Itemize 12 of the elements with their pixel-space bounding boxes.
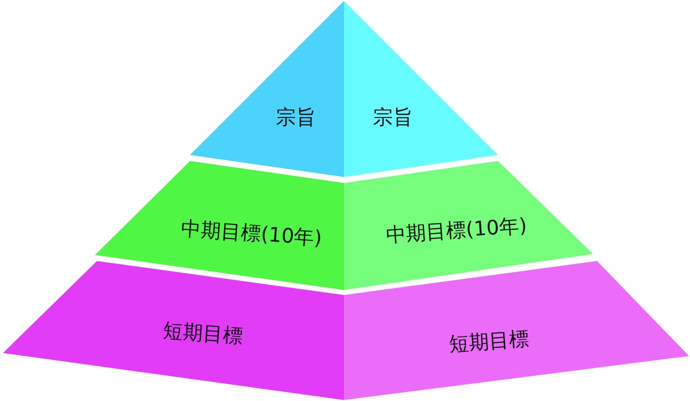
tier-label: 宗旨 (373, 106, 413, 128)
tier-label: 宗旨 (276, 106, 316, 128)
tier-label: 中期目標(10年) (180, 216, 322, 250)
pyramid-face (190, 1, 344, 177)
pyramid-face (344, 1, 498, 177)
pyramid-face (95, 161, 344, 290)
tier-label: 中期目標(10年) (384, 214, 528, 246)
pyramid-face (344, 161, 593, 290)
pyramid-face (3, 261, 344, 400)
pyramid-face (344, 261, 689, 400)
tier-label: 短期目標 (448, 326, 530, 356)
tier-label: 短期目標 (162, 318, 244, 348)
